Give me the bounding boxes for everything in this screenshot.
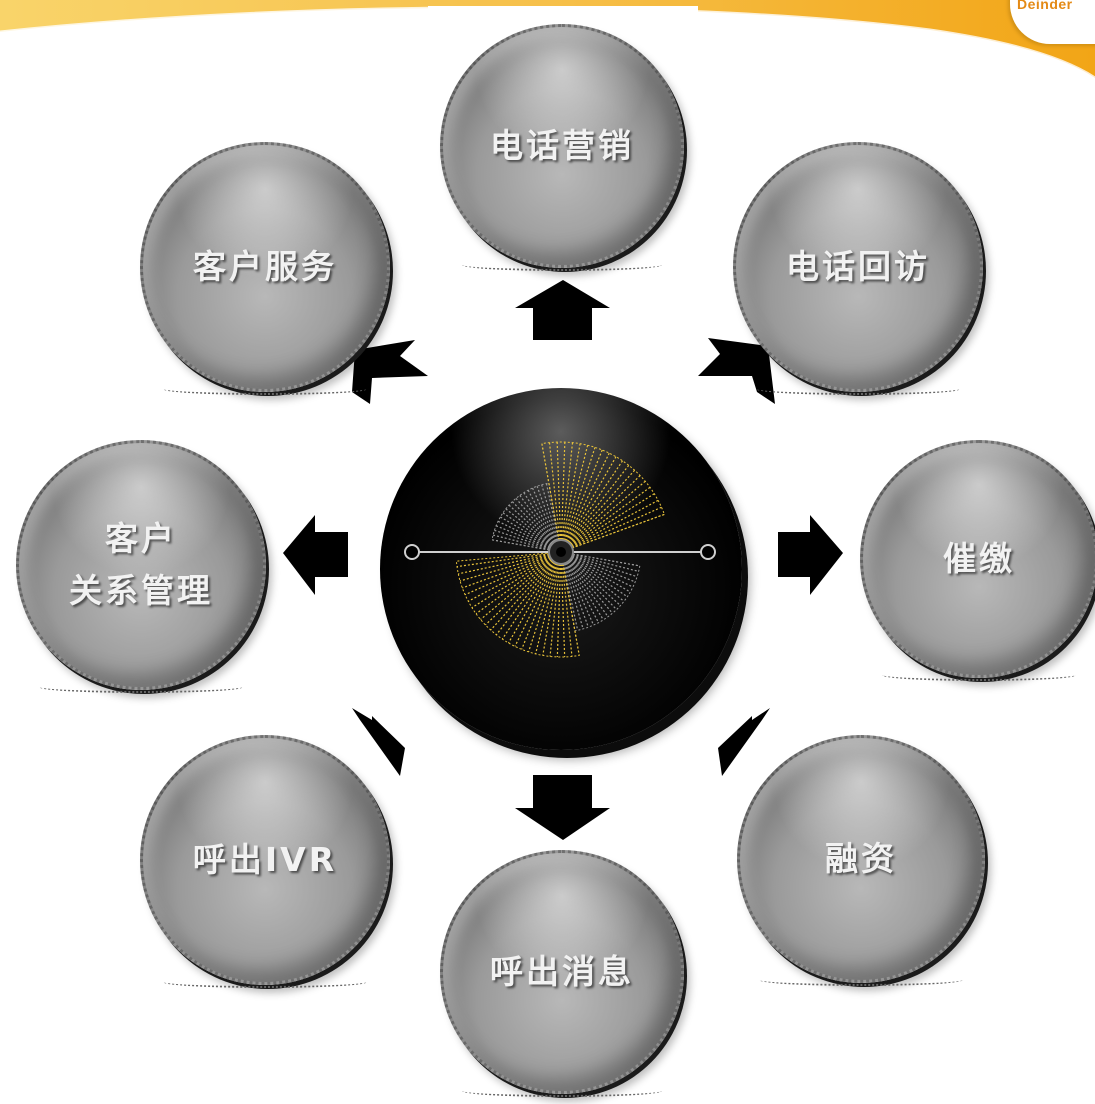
fan-ray (514, 551, 562, 647)
radar-fan-icon (404, 441, 716, 658)
arrow-up-left-icon (352, 340, 428, 404)
fan-ray (560, 464, 630, 553)
fan-ray (490, 551, 562, 631)
node-financing[interactable]: 融资 (737, 735, 985, 986)
arrow-left-icon (283, 515, 348, 595)
fan-ray (495, 551, 562, 636)
fan-ray (468, 551, 562, 602)
fan-ray (560, 480, 646, 553)
node-label: 电话营销 (490, 126, 634, 165)
fan-ray (464, 551, 562, 596)
node-label: 呼出消息 (490, 952, 634, 991)
node-outbound-message[interactable]: 呼出消息 (440, 850, 684, 1097)
fan-ray (458, 551, 562, 575)
fan-ray (560, 551, 636, 583)
fan-ray (560, 551, 566, 657)
node-crm[interactable]: 客户 关系管理 (16, 440, 266, 693)
arrow-down-right-icon (718, 708, 770, 776)
node-label: 客户服务 (193, 247, 337, 286)
arrow-up-icon (515, 280, 610, 340)
brand-logo: Deinder (1017, 0, 1073, 12)
node-label: 电话回访 (786, 247, 930, 286)
fan-ray (560, 551, 639, 572)
fan-ray (560, 551, 595, 626)
node-collection[interactable]: 催缴 (860, 440, 1095, 681)
fan-ray (535, 551, 562, 655)
fan-ray (480, 551, 562, 620)
fan-outline (541, 441, 666, 553)
arrow-down-left-icon (352, 708, 405, 776)
node-label: 融资 (825, 839, 897, 878)
node-label: 呼出IVR (192, 840, 338, 879)
fan-ray (556, 551, 562, 657)
node-label: 客户 关系管理 (69, 519, 213, 610)
node-label: 催缴 (943, 539, 1015, 578)
fan-ray (560, 445, 589, 553)
node-customer-service[interactable]: 客户服务 (140, 142, 390, 395)
fan-ray (471, 551, 562, 609)
fan-ray (521, 551, 562, 650)
fan-outline (455, 551, 580, 658)
fan-outline (560, 551, 641, 632)
fan-ray (560, 551, 604, 621)
fan-ray (507, 551, 562, 644)
fan-ray (560, 551, 634, 588)
fan-ray (459, 551, 562, 582)
center-hub (380, 388, 742, 750)
fan-ray (475, 551, 562, 615)
fan-ray (501, 551, 562, 640)
fan-ray (549, 551, 562, 657)
fan-ray (560, 551, 625, 602)
fan-outline (491, 482, 562, 553)
fan-ray (560, 469, 636, 553)
fan-ray (542, 551, 562, 656)
fan-ray (527, 551, 562, 653)
fan-ray (456, 551, 562, 568)
fan-ray (462, 551, 562, 589)
arrow-down-icon (515, 775, 610, 840)
fan-ray (560, 551, 573, 657)
fan-ray (485, 551, 562, 626)
node-phone-revisit[interactable]: 电话回访 (733, 142, 983, 395)
fan-ray (560, 551, 628, 598)
node-outbound-ivr[interactable]: 呼出IVR (140, 735, 390, 988)
node-phone-marketing[interactable]: 电话营销 (440, 24, 684, 271)
arrow-right-icon (778, 515, 843, 595)
